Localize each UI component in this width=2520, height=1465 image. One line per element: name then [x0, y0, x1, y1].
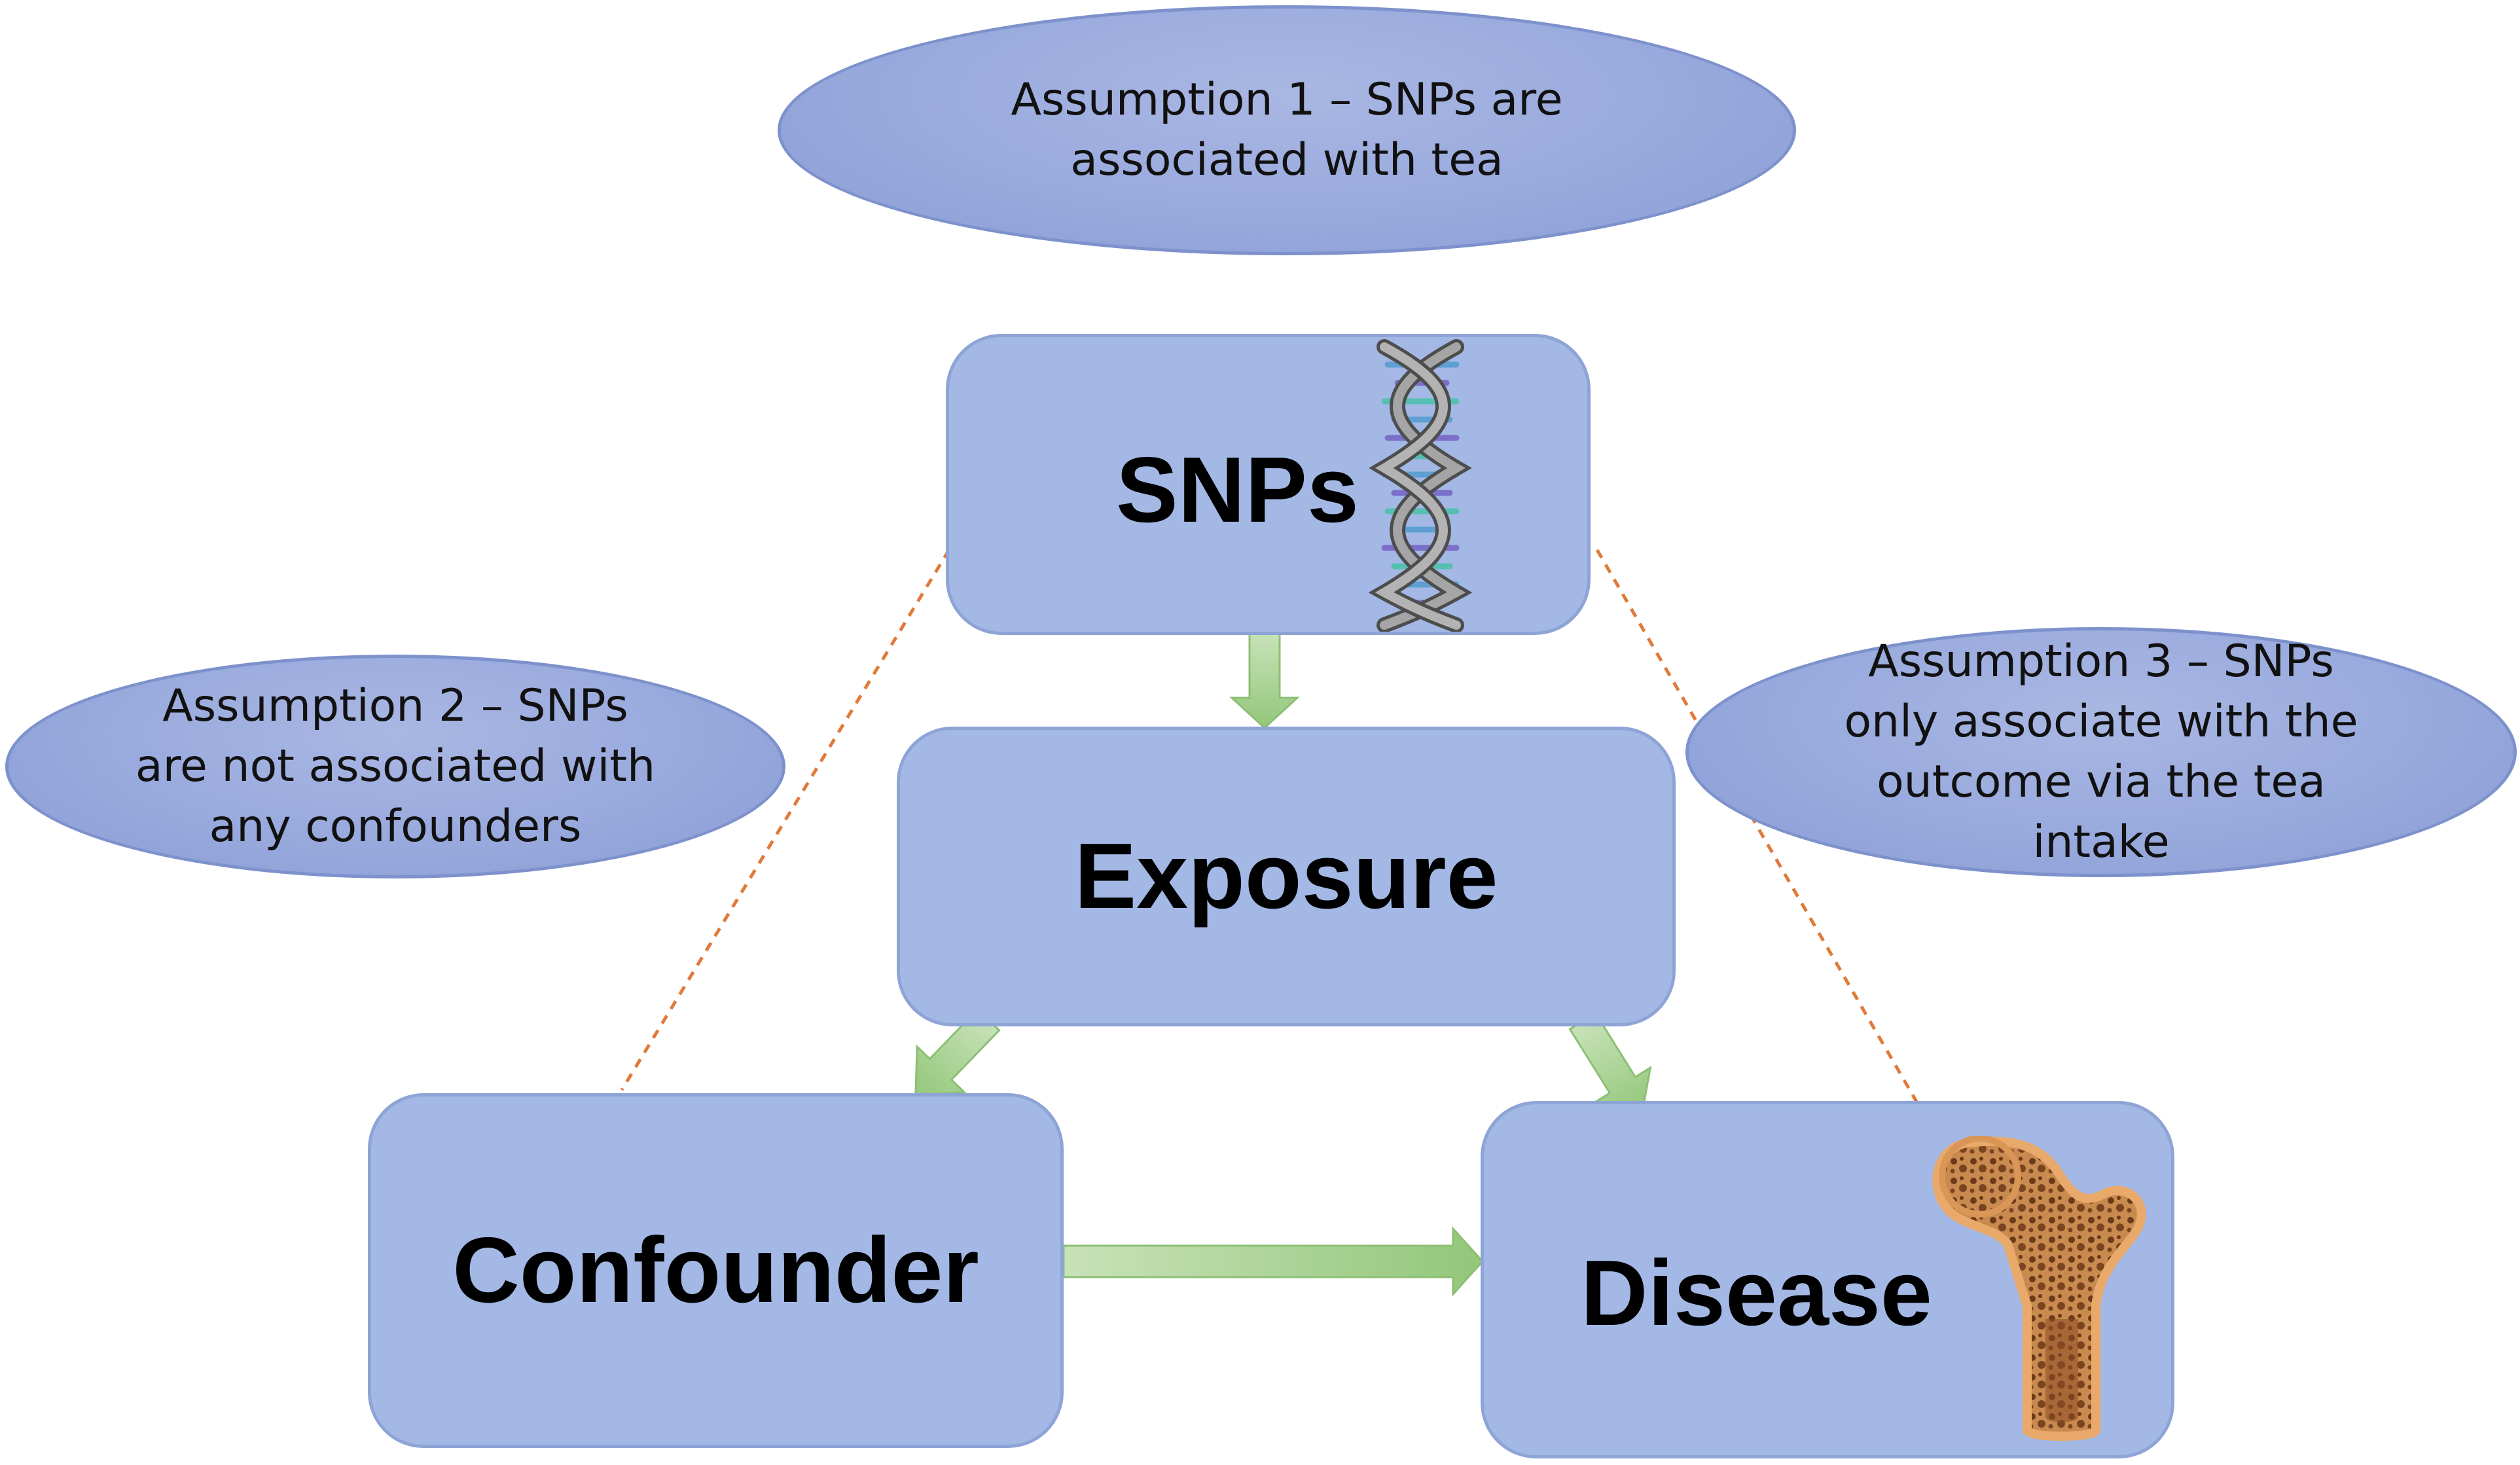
dashed-line-snps-confounder — [620, 549, 951, 1091]
confounder-box: Confounder — [368, 1093, 1064, 1448]
assumption-2-text: Assumption 2 – SNPs are not associated w… — [135, 680, 656, 852]
exposure-box: Exposure — [897, 727, 1676, 1026]
femur-bone-icon — [1932, 1136, 2146, 1441]
dashed-line-snps-disease — [1595, 549, 1923, 1111]
snps-box: SNPs — [946, 334, 1591, 635]
exposure-label: Exposure — [1074, 824, 1498, 928]
assumption-3-ellipse: Assumption 3 – SNPs only associate with … — [1685, 627, 2517, 877]
snps-label: SNPs — [1116, 438, 1359, 542]
confounder-label: Confounder — [452, 1218, 979, 1322]
arrow-confounder-to-disease — [1062, 1226, 1485, 1297]
assumption-1-ellipse: Assumption 1 – SNPs are associated with … — [778, 5, 1796, 255]
arrow-snps-to-exposure — [1229, 632, 1300, 730]
disease-box: Disease — [1481, 1101, 2174, 1458]
assumption-2-ellipse: Assumption 2 – SNPs are not associated w… — [5, 655, 785, 878]
assumption-1-text: Assumption 1 – SNPs are associated with … — [1011, 74, 1563, 186]
assumption-3-text: Assumption 3 – SNPs only associate with … — [1844, 636, 2358, 868]
dna-helix-icon — [1368, 339, 1473, 632]
disease-label: Disease — [1581, 1241, 1932, 1345]
